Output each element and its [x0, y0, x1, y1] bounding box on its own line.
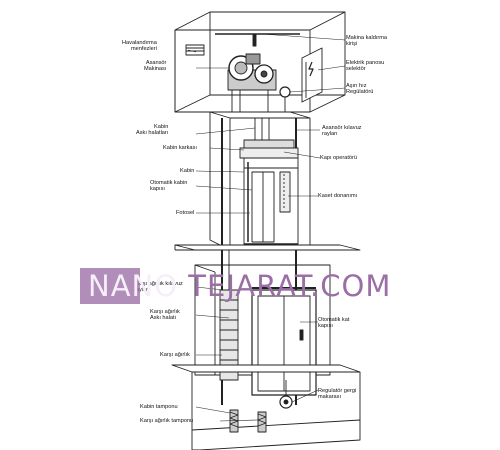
label-automatic-landing-door: Otomatik kat kapısı	[318, 317, 350, 330]
label-photocell: Fotosel	[176, 210, 195, 216]
pit	[171, 364, 361, 450]
watermark: NANO TEJARAT.COM	[80, 266, 390, 306]
label-counterweight-suspension-rope: Karşı ağırlık Askı halatı	[150, 309, 180, 322]
leader-lines	[187, 33, 346, 422]
watermark-text: NANO TEJARAT.COM	[88, 269, 391, 303]
electric-panel	[301, 47, 323, 103]
label-cabin: Kabin	[180, 168, 195, 174]
label-elevator-machine: Asansör Makinası	[144, 60, 167, 73]
watermark-box	[80, 268, 140, 304]
cabin	[239, 118, 299, 245]
label-counterweight-buffer: Karşı ağırlık tamponu	[140, 418, 194, 424]
label-electric-panel: Elektrik panosu selektör	[346, 60, 385, 73]
label-cabin-suspension-ropes: Kabin Askı halatları	[136, 124, 169, 137]
watermark-part-2: TEJARAT.COM	[188, 269, 392, 303]
label-counterweight: Karşı ağırlık	[160, 352, 190, 358]
label-cabin-frame: Kabin karkası	[163, 145, 197, 151]
label-automatic-cabin-door: Otomatik kabin kapısı	[150, 180, 188, 193]
label-governor-tension-pulley: Regulatör gergi makarası	[318, 388, 357, 401]
floor-slab	[174, 244, 361, 251]
elevator-machine	[227, 53, 277, 118]
label-door-operator: Kapı operatörü	[320, 155, 358, 161]
label-counterweight-guide-rails: Karşı ağırlık kılavuz rayları	[134, 281, 183, 294]
label-cabin-buffer: Kabin tamponu	[140, 404, 178, 410]
label-cassette-equipment: Kaset donanımı	[318, 193, 358, 199]
label-overspeed-governor: Aşırı hız Regülatörü	[346, 83, 374, 96]
label-ventilation-vents: Havalandırma menfezleri	[122, 40, 157, 53]
label-cabin-guide-rails: Asansör kılavuz rayları	[322, 125, 362, 138]
watermark-part-1: NANO	[88, 269, 179, 303]
label-machine-lifting-beam: Makina kaldırma kirişi	[346, 35, 388, 48]
